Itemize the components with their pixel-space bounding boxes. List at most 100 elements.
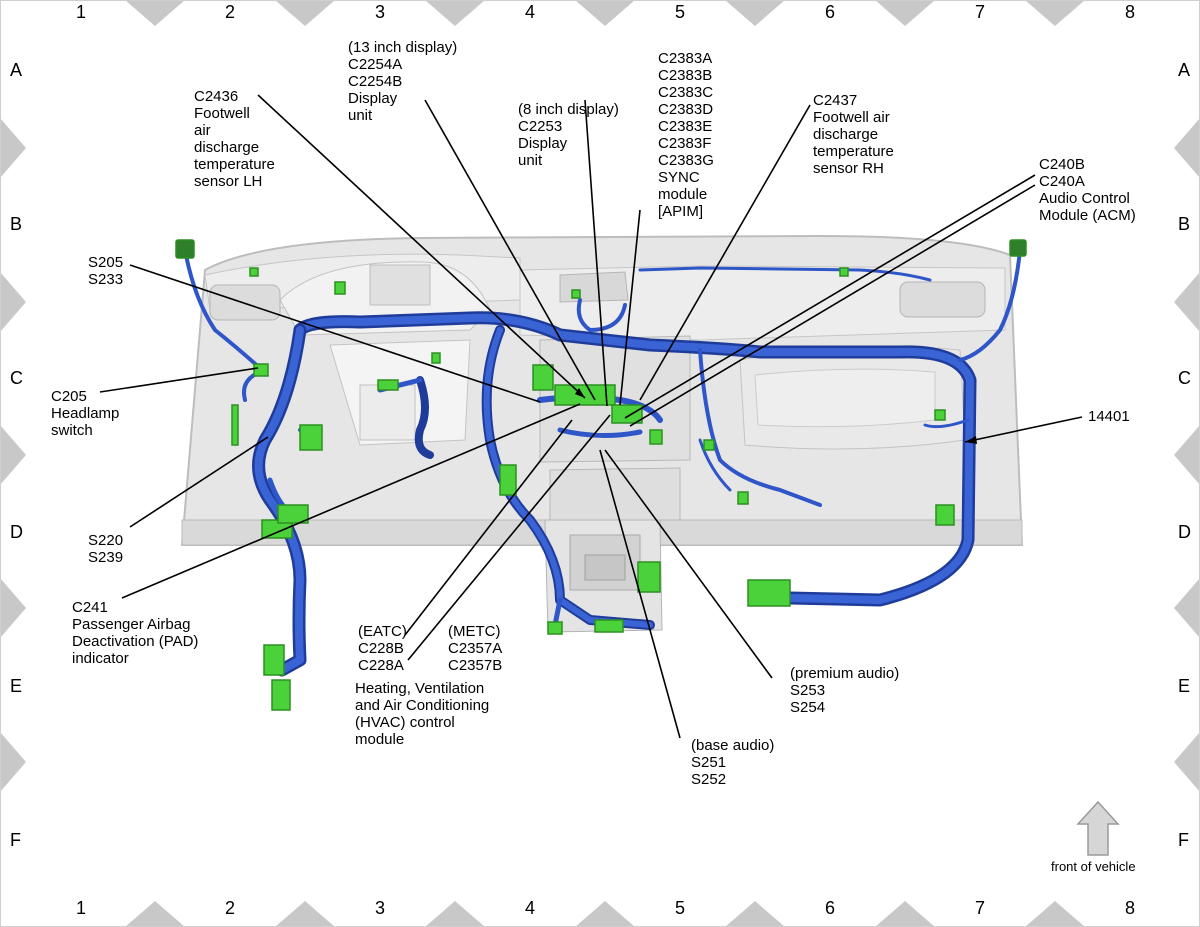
label-line: Module (ACM) [1039,207,1136,224]
grid-column-label-bottom: 4 [525,898,536,918]
grid-column-label-top: 8 [1125,2,1136,22]
label-line: unit [348,107,373,124]
label-14401-harness: 14401 [1088,408,1130,425]
grid-row-label-left: B [10,214,23,234]
grid-row-label-right: D [1178,522,1191,542]
label-line: C2383B [658,67,713,84]
label-line: S220 [88,532,124,549]
label-line: sensor LH [194,173,263,190]
label-line: Display [348,90,398,107]
grid-marker-left [0,732,26,792]
grid-row-label-left: E [10,676,23,696]
grid-marker-right [1174,118,1200,178]
label-line: C2437 [813,92,858,109]
label-line: S251 [691,754,727,771]
label-line: C2383E [658,118,713,135]
grid-marker-top [425,0,485,26]
grid-row-label-left: F [10,830,21,850]
label-line: Footwell air [813,109,890,126]
grid-marker-bottom [875,901,935,927]
grid-column-label-bottom: 2 [225,898,236,918]
leader-lines [99,94,1083,739]
grid-column-label-bottom: 5 [675,898,686,918]
grid-column-label-bottom: 6 [825,898,836,918]
label-line: S233 [88,271,124,288]
grid-marker-bottom [1025,901,1085,927]
grid-row-label-right: A [1178,60,1191,80]
label-line: (HVAC) control [355,714,455,731]
label-line: module [658,186,708,203]
grid-column-label-top: 3 [375,2,386,22]
grid-marker-left [0,118,26,178]
grid-marker-top [875,0,935,26]
grid-marker-right [1174,425,1200,485]
grid-row-label-right: F [1178,830,1189,850]
grid-marker-bottom [575,901,635,927]
grid-marker-left [0,425,26,485]
up-arrow-icon [1076,800,1120,856]
label-line: C2253 [518,118,563,135]
grid-marker-bottom [125,901,185,927]
grid-column-label-bottom: 1 [76,898,87,918]
grid-column-label-top: 4 [525,2,536,22]
connectors [175,239,1027,711]
grid-row-label-left: A [10,60,23,80]
grid-column-label-top: 5 [675,2,686,22]
label-line: (EATC) [358,623,407,640]
label-line: temperature [813,143,894,160]
label-line: C240A [1039,173,1085,190]
label-line: (METC) [448,623,501,640]
label-line: Deactivation (PAD) [72,633,199,650]
label-line: sensor RH [813,160,884,177]
label-line: unit [518,152,543,169]
label-line: S239 [88,549,124,566]
label-line: Display [518,135,568,152]
label-line: temperature [194,156,275,173]
label-line: (13 inch display) [348,39,458,56]
label-line: [APIM] [658,203,704,220]
label-line: Heating, Ventilation [355,680,485,697]
grid-column-label-top: 1 [76,2,87,22]
label-line: C2254B [348,73,403,90]
label-line: S253 [790,682,826,699]
label-line: and Air Conditioning [355,697,490,714]
label-line: S254 [790,699,826,716]
grid-row-label-right: B [1178,214,1191,234]
label-line: C2357A [448,640,503,657]
label-line: air [194,122,211,139]
orientation-caption: front of vehicle [1051,859,1136,874]
label-line: Passenger Airbag [72,616,191,633]
label-line: C2383D [658,101,714,118]
label-line: C2383C [658,84,714,101]
grid-column-label-top: 2 [225,2,236,22]
label-line: C228B [358,640,404,657]
wiring-harness-14401 [184,248,1022,677]
label-line: Footwell [194,105,250,122]
label-line: (8 inch display) [518,101,619,118]
label-line: module [355,731,405,748]
grid-column-label-bottom: 7 [975,898,986,918]
label-line: S205 [88,254,124,271]
label-line: C241 [72,599,108,616]
label-line: (base audio) [691,737,775,754]
label-line: 14401 [1088,408,1130,425]
grid-marker-right [1174,272,1200,332]
grid-column-label-top: 7 [975,2,986,22]
label-line: C205 [51,388,87,405]
grid-row-label-left: C [10,368,23,388]
label-line: C2357B [448,657,503,674]
grid-row-label-left: D [10,522,23,542]
grid-marker-left [0,272,26,332]
label-line: SYNC [658,169,700,186]
label-line: switch [51,422,93,439]
